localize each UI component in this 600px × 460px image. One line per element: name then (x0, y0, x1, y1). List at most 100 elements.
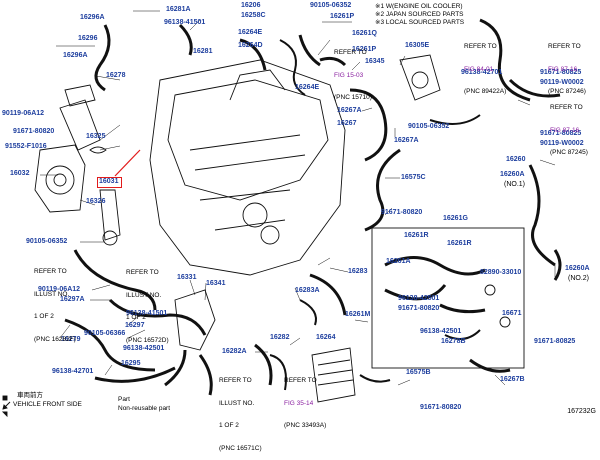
part-16296A-b[interactable]: 16296A (63, 52, 88, 59)
part-16331[interactable]: 16331 (177, 274, 197, 281)
ref-page: 1 OF 2 (126, 314, 146, 321)
part-16278[interactable]: 16278 (106, 72, 126, 79)
part-16260A[interactable]: 16260A (500, 171, 525, 178)
part-16267A-b[interactable]: 16267A (394, 137, 419, 144)
ref-top-center[interactable]: REFER TO FIG 15-03 (PNC 15710) (334, 34, 372, 109)
notes: ※1 W(ENGINE OIL COOLER) ※2 JAPAN SOURCED… (375, 3, 464, 27)
part-16264[interactable]: 16264 (316, 334, 336, 341)
part-16264E-b[interactable]: 16264E (295, 84, 320, 91)
part-91671-80820-br[interactable]: 91671-80820 (420, 404, 462, 411)
ref-fig-link[interactable]: FIG 87-16 (548, 65, 578, 73)
part-16283A[interactable]: 16283A (295, 287, 320, 294)
part-16260A-b[interactable]: 16260A (565, 265, 590, 272)
part-16261G[interactable]: 16261G (443, 215, 468, 222)
part-16326[interactable]: 16326 (86, 198, 106, 205)
part-16264D[interactable]: 16264D (238, 42, 263, 49)
part-16296[interactable]: 16296 (78, 35, 98, 42)
part-16261R[interactable]: 16261R (404, 232, 429, 239)
ref-fig-link[interactable]: FIG 84-01 (464, 65, 494, 73)
part-16281[interactable]: 16281 (193, 48, 213, 55)
part-91671-80820-r[interactable]: 91671-80820 (398, 305, 440, 312)
part-16282A[interactable]: 16282A (222, 348, 247, 355)
ref-fig-link[interactable]: FIG 15-03 (334, 71, 364, 79)
part-16261Q[interactable]: 16261Q (352, 30, 377, 37)
ref-fig-link[interactable]: FIG 87-16 (550, 126, 580, 134)
legend-non-reusable: Non-reusable part (118, 405, 171, 412)
part-16264E[interactable]: 16264E (238, 29, 263, 36)
ref-top-right2[interactable]: REFER TO FIG 87-16 (PNC 87246) (548, 28, 586, 103)
legend: 車両前方 VEHICLE FRONT SIDE (3, 392, 82, 409)
part-16671[interactable]: 16671 (502, 310, 522, 317)
part-91671-80820[interactable]: 91671-80820 (13, 128, 55, 135)
ref-pnc: (PNC 89422A) (464, 88, 507, 95)
part-82890-33010[interactable]: 82890-33010 (480, 269, 522, 276)
ref-pnc: (PNC 15710) (334, 94, 372, 101)
part-16297A[interactable]: 16297A (60, 296, 85, 303)
ref-pnc: (PNC 16282F) (34, 335, 76, 343)
part-16283[interactable]: 16283 (348, 268, 368, 275)
part-96138-41501-m[interactable]: 96138-41501 (126, 310, 168, 317)
part-16261P[interactable]: 16261P (330, 13, 355, 20)
part-96138-42501-r[interactable]: 96138-42501 (398, 295, 440, 302)
ref-illust: ILLUST NO. (34, 290, 70, 298)
part-96138-42501[interactable]: 96138-42501 (123, 345, 165, 352)
part-90105-06366[interactable]: 90105-06366 (84, 330, 126, 337)
part-16341[interactable]: 16341 (206, 280, 226, 287)
part-90119-W0002-b[interactable]: 90119-W0002 (540, 140, 584, 147)
part-16261A[interactable]: 16261A (386, 258, 411, 265)
part-96138-42501-r2[interactable]: 96138-42501 (420, 328, 462, 335)
part-16031[interactable]: 16031 (99, 178, 119, 185)
ref-left-illust[interactable]: REFER TO ILLUST NO. 1 OF 2 (PNC 16282F) (34, 253, 76, 351)
part-16297[interactable]: 16297 (125, 322, 145, 329)
part-90119-06A12[interactable]: 90119-06A12 (2, 110, 45, 117)
part-16325[interactable]: 16325 (86, 133, 106, 140)
part-16296A[interactable]: 16296A (80, 14, 105, 21)
part-96138-41501-t[interactable]: 96138-41501 (164, 19, 206, 26)
part-16267[interactable]: 16267 (337, 120, 357, 127)
ref-bottom-fig[interactable]: REFER TO FIG 35-14 (PNC 33493A) (284, 362, 326, 437)
part-91671-80825-bl[interactable]: 91671-80825 (534, 338, 576, 345)
part-90105-06352[interactable]: 90105-06352 (26, 238, 68, 245)
part-16575C[interactable]: 16575C (401, 174, 426, 181)
part-16279[interactable]: 16279 (61, 336, 81, 343)
part-90105-06352-r[interactable]: 90105-06352 (408, 123, 450, 130)
part-16295[interactable]: 16295 (121, 360, 141, 367)
legend-front-jp: 車両前方 (17, 392, 43, 399)
ref-top-right1[interactable]: REFER TO FIG 84-01 (PNC 89422A) (464, 28, 506, 103)
part-96138-42701[interactable]: 96138-42701 (52, 368, 94, 375)
part-16278B[interactable]: 16278B (441, 338, 466, 345)
part-16261M[interactable]: 16261M (345, 311, 371, 318)
ref-illust: ILLUST NO. (219, 399, 255, 407)
part-16260[interactable]: 16260 (506, 156, 526, 163)
ref-bottom-illust[interactable]: REFER TO ILLUST NO. 1 OF 2 (PNC 16571C) (219, 362, 262, 460)
part-90119-06A12-b[interactable]: 90119-06A12 (38, 286, 81, 293)
part-91552-F1016[interactable]: 91552-F1016 (5, 143, 47, 150)
part-91671-80820-m[interactable]: 91671-80820 (381, 209, 423, 216)
no2-label: (NO.2) (568, 275, 589, 282)
part-96138-42701-r[interactable]: 96138-42701 (461, 69, 503, 76)
part-16032[interactable]: 16032 (10, 170, 30, 177)
ref-right-mid[interactable]: REFER TO FIG 87-16 (PNC 87245) (550, 89, 588, 164)
part-16267B[interactable]: 16267B (500, 376, 525, 383)
part-16206[interactable]: 16206 (241, 2, 261, 9)
part-16281A[interactable]: 16281A (166, 6, 191, 13)
part-90105-06352-t[interactable]: 90105-06352 (310, 2, 352, 9)
part-16261P-b[interactable]: 16261P (352, 46, 377, 53)
note-2: ※2 JAPAN SOURCED PARTS (375, 11, 464, 18)
ref-center-illust[interactable]: REFER TO ILLUST NO. 1 OF 2 (PNC 16572D) (126, 254, 169, 352)
part-90119-W0002[interactable]: 90119-W0002 (540, 79, 584, 86)
part-16305E[interactable]: 16305E (405, 42, 430, 49)
engine-cooling-diagram (1, 10, 562, 418)
part-16258C[interactable]: 16258C (241, 12, 266, 19)
ref-text: REFER TO (334, 49, 367, 56)
ref-text: REFER TO (284, 377, 317, 384)
part-91671-80825[interactable]: 91671-80825 (540, 69, 582, 76)
part-16282[interactable]: 16282 (270, 334, 290, 341)
part-16261R-b[interactable]: 16261R (447, 240, 472, 247)
ref-text: REFER TO (464, 43, 497, 50)
ref-fig-link[interactable]: FIG 35-14 (284, 399, 314, 407)
part-16345[interactable]: 16345 (365, 58, 385, 65)
part-16575B[interactable]: 16575B (406, 369, 431, 376)
part-91671-80825-b[interactable]: 91671-80825 (540, 130, 582, 137)
part-16267A[interactable]: 16267A (337, 107, 362, 114)
